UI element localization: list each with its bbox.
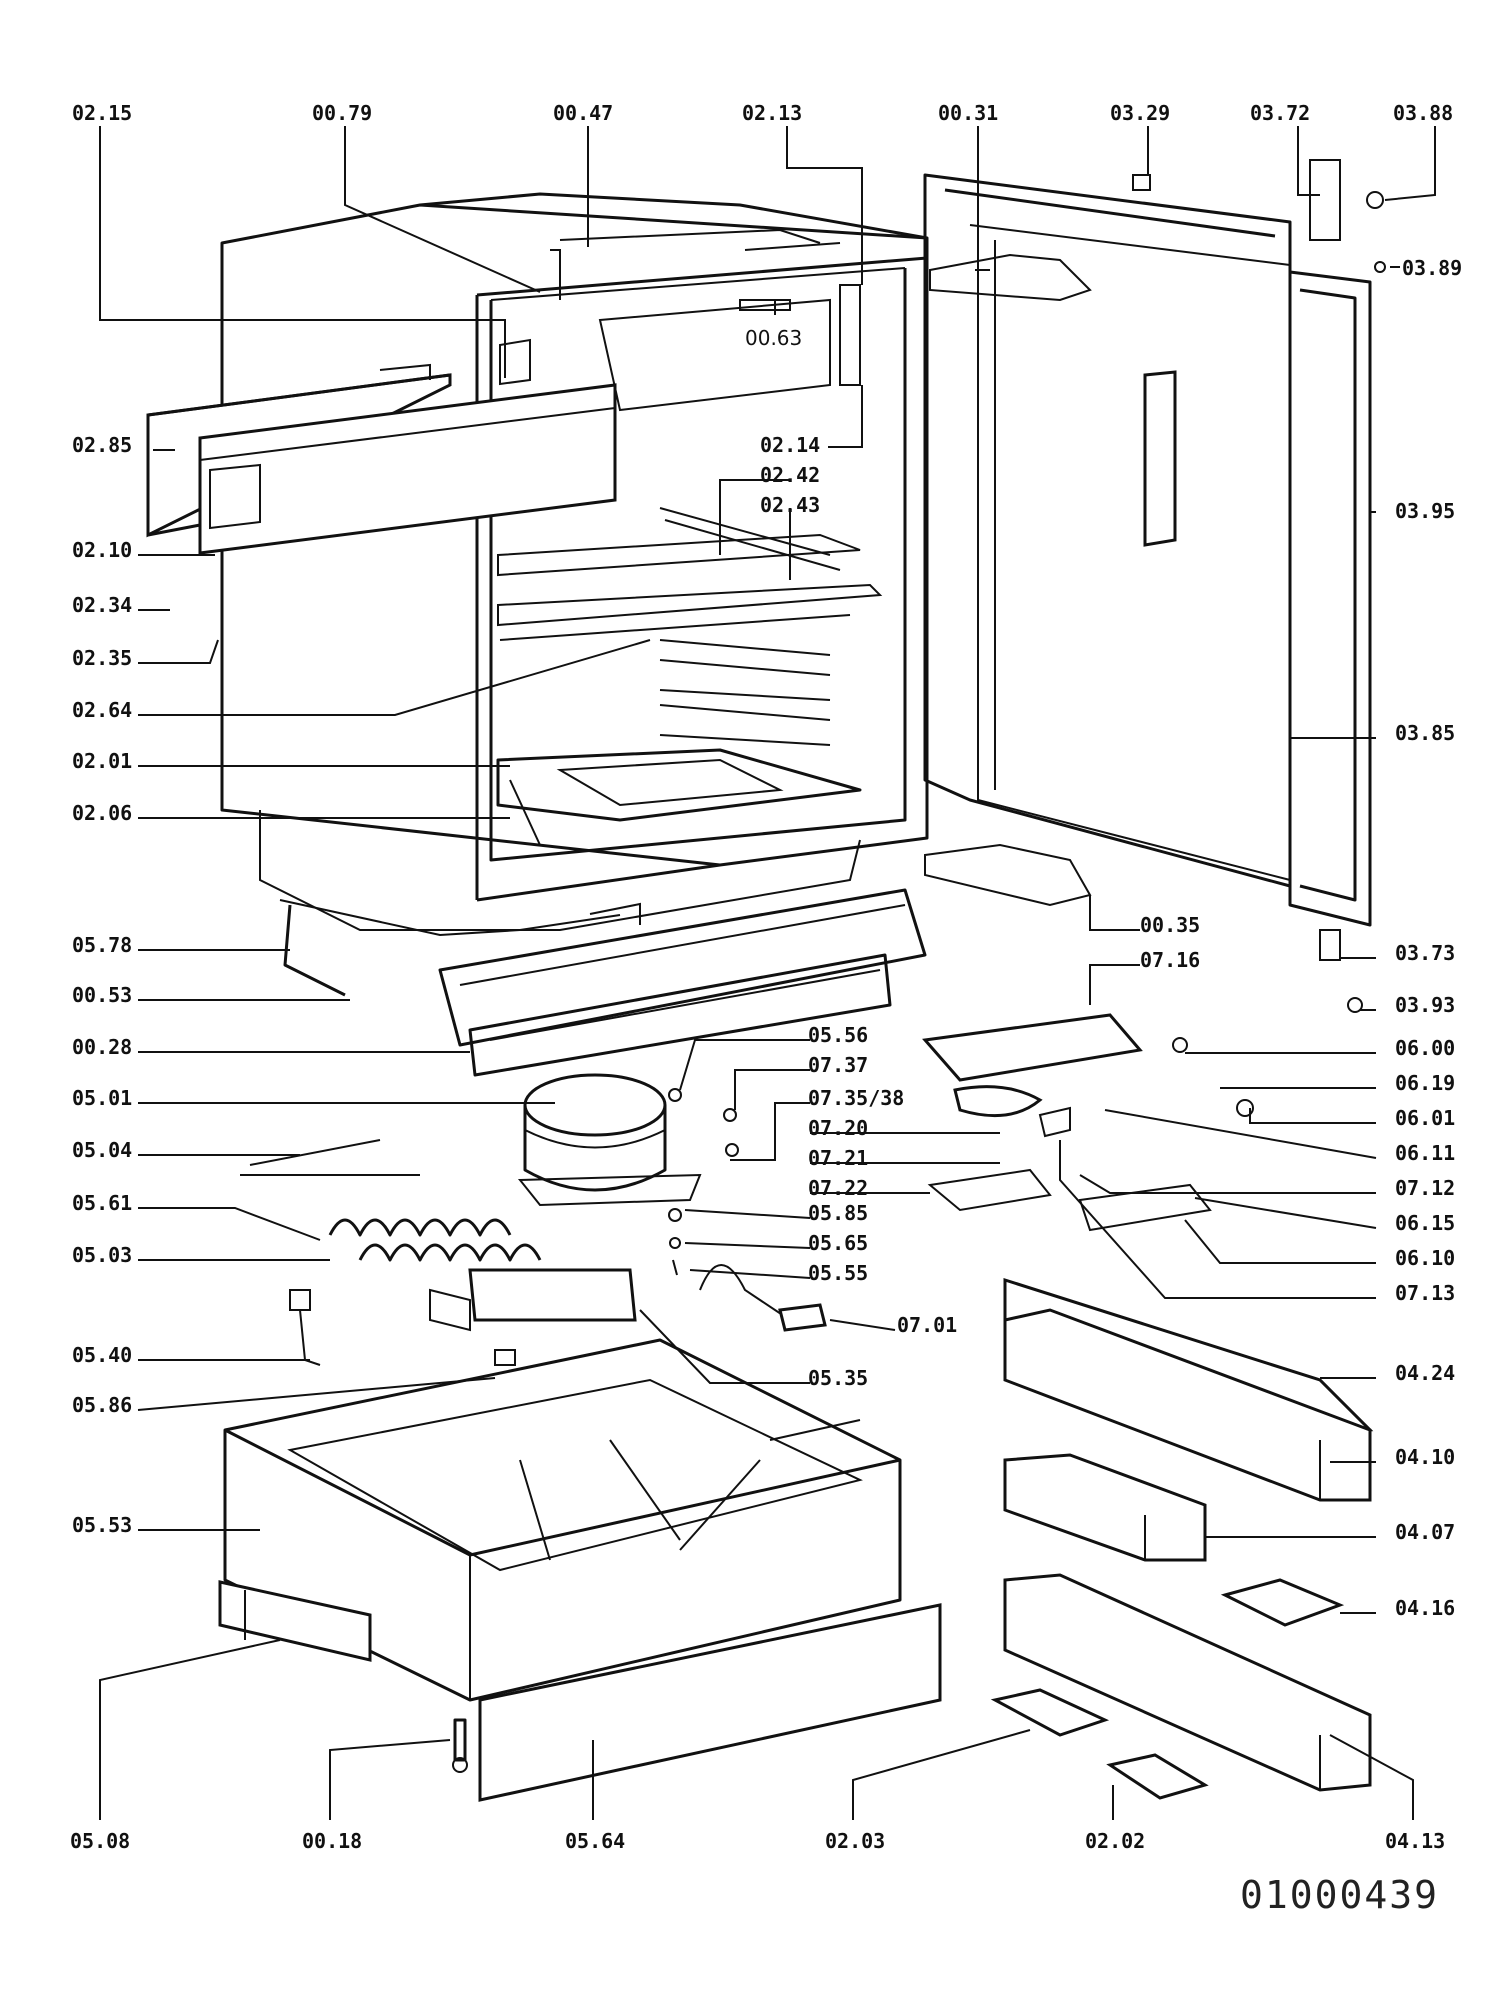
label-04-13: 04.13 (1385, 1829, 1445, 1853)
label-02-15: 02.15 (72, 101, 132, 125)
label-04-16: 04.16 (1395, 1596, 1455, 1620)
label-03-72: 03.72 (1250, 101, 1310, 125)
label-00-79: 00.79 (312, 101, 372, 125)
label-00-35: 00.35 (1140, 913, 1200, 937)
label-04-07: 04.07 (1395, 1520, 1455, 1544)
label-02-14: 02.14 (760, 433, 820, 457)
label-02-35: 02.35 (72, 646, 132, 670)
label-05-01: 05.01 (72, 1086, 132, 1110)
label-02-43: 02.43 (760, 493, 820, 517)
compressor-parts (240, 1013, 1254, 1366)
label-02-85: 02.85 (72, 433, 132, 457)
label-05-35: 05.35 (808, 1366, 868, 1390)
label-07-01: 07.01 (897, 1313, 957, 1337)
lower-panels (218, 888, 942, 1802)
label-03-73: 03.73 (1395, 941, 1455, 965)
label-07-37: 07.37 (808, 1053, 868, 1077)
label-07-12: 07.12 (1395, 1176, 1455, 1200)
label-05-64: 05.64 (565, 1829, 625, 1853)
leader-lines (99, 126, 1436, 1820)
label-05-61: 05.61 (72, 1191, 132, 1215)
label-04-10: 04.10 (1395, 1445, 1455, 1469)
label-07-22: 07.22 (808, 1176, 868, 1200)
label-06-10: 06.10 (1395, 1246, 1455, 1270)
label-02-03: 02.03 (825, 1829, 885, 1853)
label-02-06: 02.06 (72, 801, 132, 825)
label-06-00: 06.00 (1395, 1036, 1455, 1060)
label-05-56: 05.56 (808, 1023, 868, 1047)
label-02-34: 02.34 (72, 593, 132, 617)
label-07-16: 07.16 (1140, 948, 1200, 972)
label-00-31: 00.31 (938, 101, 998, 125)
label-05-55: 05.55 (808, 1261, 868, 1285)
label-03-85: 03.85 (1395, 721, 1455, 745)
label-05-85: 05.85 (808, 1201, 868, 1225)
label-00-63-text: 00.63 (745, 326, 802, 350)
label-02-13: 02.13 (742, 101, 802, 125)
label-03-95: 03.95 (1395, 499, 1455, 523)
label-05-40: 05.40 (72, 1343, 132, 1367)
label-00-28: 00.28 (72, 1035, 132, 1059)
label-02-42: 02.42 (760, 463, 820, 487)
label-02-01: 02.01 (72, 749, 132, 773)
label-00-53: 00.53 (72, 983, 132, 1007)
label-06-01: 06.01 (1395, 1106, 1455, 1130)
freezer-door (146, 338, 617, 555)
label-06-19: 06.19 (1395, 1071, 1455, 1095)
label-00-18: 00.18 (302, 1829, 362, 1853)
document-number: 01000439 (1240, 1873, 1439, 1917)
label-07-21: 07.21 (808, 1146, 868, 1170)
label-05-65: 05.65 (808, 1231, 868, 1255)
label-05-53: 05.53 (72, 1513, 132, 1537)
label-03-89: 03.89 (1402, 256, 1462, 280)
door-accessories (990, 1277, 1374, 1800)
label-03-93: 03.93 (1395, 993, 1455, 1017)
label-07-20: 07.20 (808, 1116, 868, 1140)
label-05-08: 05.08 (70, 1829, 130, 1853)
label-00-47: 00.47 (553, 101, 613, 125)
label-04-24: 04.24 (1395, 1361, 1455, 1385)
main-door (923, 159, 1386, 1013)
part-labels: 02.15 00.79 00.47 02.13 00.31 03.29 03.7… (70, 101, 1462, 1853)
label-02-64: 02.64 (72, 698, 132, 722)
label-03-88: 03.88 (1393, 101, 1453, 125)
label-05-03: 05.03 (72, 1243, 132, 1267)
label-05-78: 05.78 (72, 933, 132, 957)
cabinet-body: 00.63 (220, 192, 929, 937)
label-03-29: 03.29 (1110, 101, 1170, 125)
label-02-10: 02.10 (72, 538, 132, 562)
label-06-15: 06.15 (1395, 1211, 1455, 1235)
label-06-11: 06.11 (1395, 1141, 1455, 1165)
label-05-04: 05.04 (72, 1138, 132, 1162)
label-07-13: 07.13 (1395, 1281, 1455, 1305)
label-02-02: 02.02 (1085, 1829, 1145, 1853)
label-05-86: 05.86 (72, 1393, 132, 1417)
label-07-35-38: 07.35/38 (808, 1086, 904, 1110)
